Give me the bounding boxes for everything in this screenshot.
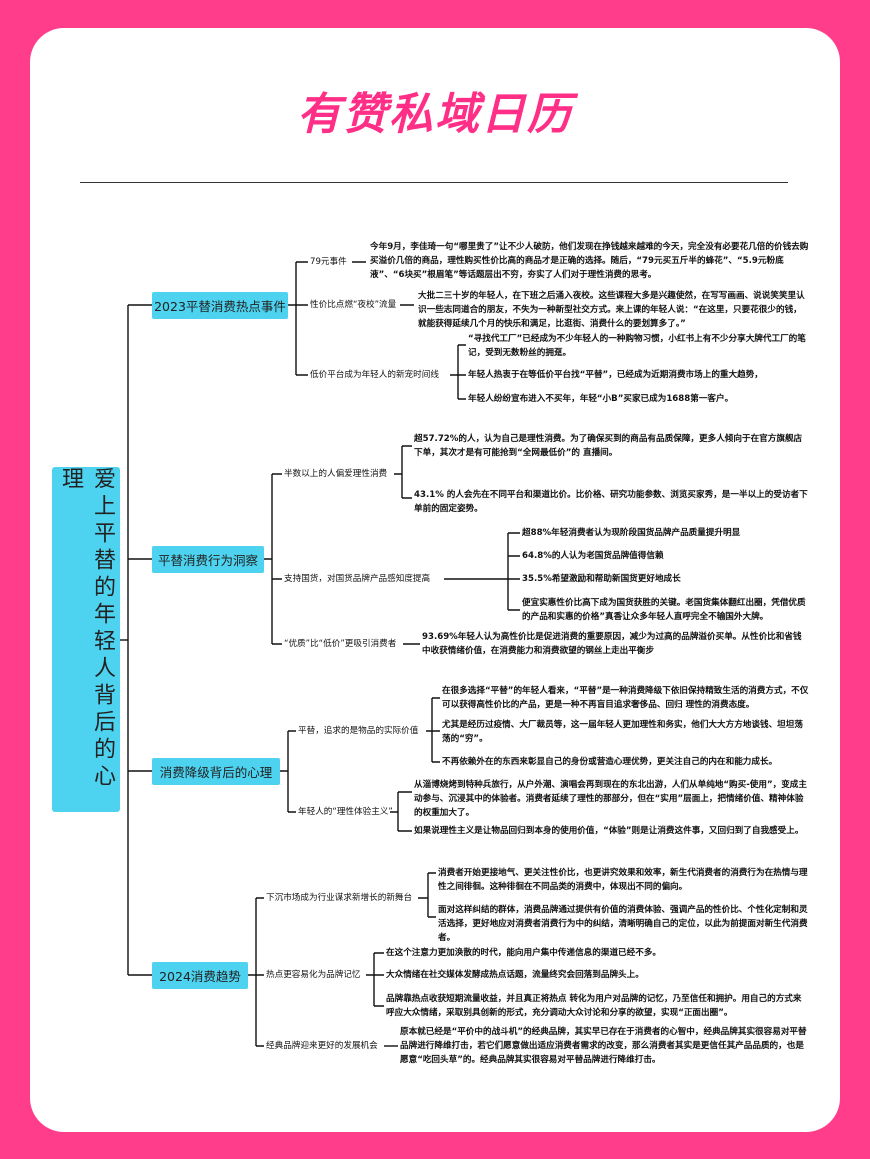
section-behavior-insight: 平替消费行为洞察 — [152, 546, 264, 573]
detail-actual-value-2: 尤其是经历过疫情、大厂裁员等，这一届年轻人更加理性和务实，他们大大方方地谈钱、坦… — [442, 720, 803, 744]
node-79-event: 79元事件 — [310, 257, 347, 267]
detail-domestic-3: 35.5%希望激励和帮助新国货更好地成长 — [522, 574, 681, 584]
detail-domestic-2: 64.8%的人认为老国货品牌值得信赖 — [522, 551, 664, 561]
node-night-school: 性价比点燃“夜校”流量 — [310, 300, 397, 310]
node-lower-tier-market: 下沉市场成为行业谋求新增长的新舞台 — [266, 893, 413, 903]
detail-low-price-3: 年轻人纷纷宣布进入不买年，年轻“小B”买家已成为1688第一客户。 — [468, 394, 734, 404]
node-rational-experience: 年轻人的“理性体验主义” — [298, 807, 393, 817]
page-title: 有赞私域日历 — [297, 89, 573, 140]
node-low-price-platform: 低价平台成为年轻人的新宠时间线 — [310, 370, 439, 380]
detail-hotspot-3: 品牌靠热点收获短期流量收益，并且真正将热点 转化为用户对品牌的记忆，乃至信任和拥… — [386, 994, 802, 1018]
detail-experience-2: 如果说理性主义是让物品回归到本身的使用价值，“体验”则是让消费这件事，又回归到了… — [414, 826, 804, 836]
detail-rational-1: 超57.72%的人，认为自己是理性消费。为了确保买到的商品有品质保障，更多人倾向… — [414, 434, 803, 458]
detail-79-event: 今年9月，李佳琦一句“哪里贵了”让不少人破防，他们发现在挣钱越来越难的今天，完全… — [370, 242, 809, 280]
detail-night-school: 大批二三十岁的年轻人，在下班之后涌入夜校。这些课程大多是兴趣使然，在写写画画、说… — [418, 291, 805, 329]
node-quality-over-price: “优质”比“低价”更吸引消费者 — [284, 639, 397, 649]
detail-lower-tier-2: 面对这样纠结的群体，消费品牌通过提供有价值的消费体验、强调产品的性价比、个性化定… — [438, 905, 808, 943]
node-rational-consumption: 半数以上的人偏爱理性消费 — [284, 469, 388, 479]
detail-actual-value-3: 不再依赖外在的东西来彰显自己的身份或营造心理优势，更关注自己的内在和能力成长。 — [442, 757, 778, 767]
detail-low-price-2: 年轻人热衷于在等低价平台找“平替”，已经成为近期消费市场上的重大趋势， — [468, 370, 763, 380]
section-2024-trends: 2024消费趋势 — [152, 962, 248, 989]
detail-lower-tier-1: 消费者开始更接地气、更关注性价比，也更讲究效果和效率，新生代消费者的消费行为在热… — [438, 868, 808, 892]
detail-domestic-4: 便宜实惠性价比高下成为国货获胜的关键。老国货集体翻红出圈，凭借优质的产品和实惠的… — [522, 598, 806, 622]
section-downgrade-psychology: 消费降级背后的心理 — [152, 758, 280, 785]
detail-low-price-1: “寻找代工厂”已经成为不少年轻人的一种购物习惯，小红书上有不少分享大牌代工厂的笔… — [468, 334, 806, 358]
detail-rational-2: 43.1% 的人会先在不同平台和渠道比价。比价格、研究功能参数、浏览买家秀，是一… — [414, 490, 808, 514]
node-hotspot-memory: 热点更容易化为品牌记忆 — [266, 970, 361, 980]
detail-quality: 93.69%年轻人认为高性价比是促进消费的重要原因，减少为过高的品牌溢价买单。从… — [422, 632, 802, 656]
title-divider — [80, 182, 788, 183]
detail-domestic-1: 超88%年轻消费者认为现阶段国货品牌产品质量提升明显 — [522, 528, 741, 538]
node-domestic-brands: 支持国货，对国货品牌产品感知度提高 — [284, 574, 431, 584]
content-card — [30, 28, 840, 1132]
detail-classic-brands: 原本就已经是“平价中的战斗机”的经典品牌，其实早已存在于消费者的心智中，经典品牌… — [400, 1027, 807, 1065]
mindmap-root: 爱上平替的年轻人背后的心理 — [52, 467, 120, 812]
detail-actual-value-1: 在很多选择“平替”的年轻人看来，“平替”是一种消费降级下依旧保持精致生活的消费方… — [442, 686, 809, 710]
detail-experience-1: 从淄博烧烤到特种兵旅行，从户外潮、演唱会再到现在的东北出游，人们从单纯地“购买-… — [414, 780, 807, 818]
detail-hotspot-1: 在这个注意力更加涣散的时代，能向用户集中传递信息的渠道已经不多。 — [386, 948, 662, 958]
section-2023-hot-events: 2023平替消费热点事件 — [152, 292, 288, 319]
node-classic-brands: 经典品牌迎来更好的发展机会 — [266, 1041, 378, 1051]
detail-hotspot-2: 大众情绪在社交媒体发酵成热点话题，流量终究会回落到品牌头上。 — [386, 970, 644, 980]
node-actual-value: 平替，追求的是物品的实际价值 — [298, 726, 419, 736]
